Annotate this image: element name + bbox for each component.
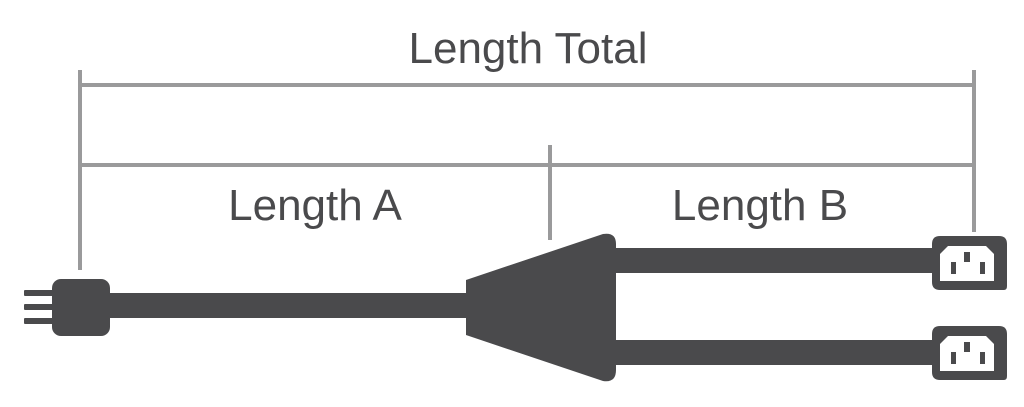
three-prong-plug-icon [24, 279, 110, 336]
cable-branch-bottom [610, 340, 945, 365]
splitter-body-icon [466, 233, 616, 382]
iec-c13-connector-icon [932, 326, 1007, 380]
connector-top-pin-right [980, 262, 985, 274]
connector-bottom-pin-ground [964, 342, 970, 352]
connector-top-socket [940, 246, 994, 281]
cable-segment-a [105, 293, 475, 318]
length-ab-dimension: Length A Length B [80, 145, 974, 240]
cable-branch-top [610, 248, 945, 273]
plug-prong-bottom [24, 318, 56, 324]
length-total-label: Length Total [409, 24, 648, 73]
connector-bottom-socket [940, 336, 994, 371]
length-b-label: Length B [672, 181, 848, 230]
length-a-label: Length A [228, 181, 402, 230]
length-total-dimension: Length Total [78, 24, 976, 270]
plug-body [52, 279, 110, 336]
connector-top-pin-ground [964, 252, 970, 262]
plug-prong-middle [24, 304, 56, 310]
iec-c13-connector-icon [932, 236, 1007, 290]
connector-bottom-pin-right [980, 352, 985, 364]
connector-bottom-pin-left [951, 352, 956, 364]
connector-top-pin-left [951, 262, 956, 274]
plug-prong-top [24, 290, 56, 296]
